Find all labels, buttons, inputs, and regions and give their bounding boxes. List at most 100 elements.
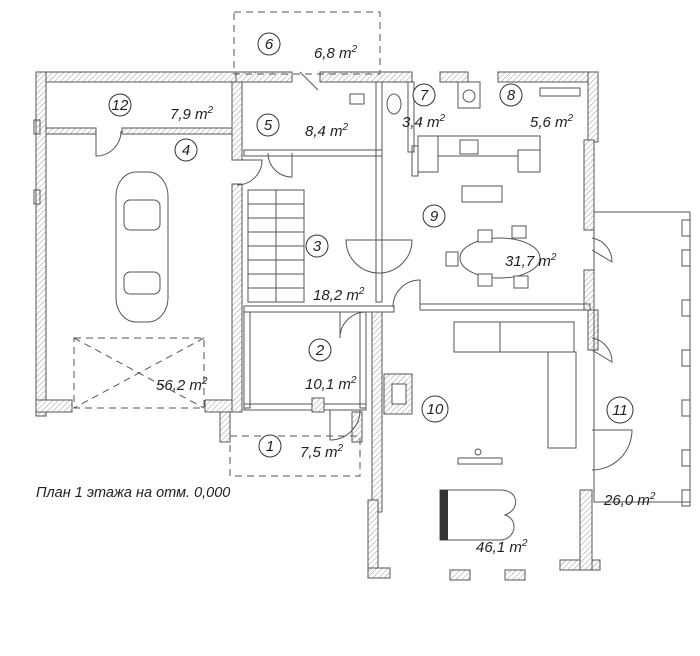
wall-kitchen-left — [411, 145, 419, 177]
wall-garage-top — [35, 71, 237, 83]
column-vestibule — [311, 397, 325, 413]
room-10-number: 10 — [427, 401, 444, 418]
wall-hall-bottom — [243, 305, 395, 313]
room-6-number: 6 — [265, 36, 274, 53]
dining-set — [445, 225, 541, 289]
garage-post — [33, 189, 41, 205]
wall-garage-storage-divider — [45, 127, 97, 135]
staircase — [247, 189, 305, 303]
chair — [477, 229, 493, 243]
wall-garage-storage-divider-2 — [121, 127, 237, 135]
wall-room2-bottom — [243, 403, 367, 411]
sofa-set — [453, 321, 577, 449]
wall-core-top-far — [497, 71, 599, 83]
bathroom-fixtures — [349, 81, 581, 115]
chair — [477, 273, 493, 287]
porch-room6 — [233, 11, 381, 75]
room-5-area: 8,4 m2 — [305, 122, 349, 140]
terrace-post — [681, 299, 691, 317]
wall-core-top-left — [235, 71, 293, 83]
room-7-label: 7 3,4 m2 — [402, 83, 446, 131]
door-terrace-2 — [591, 337, 613, 363]
room-3-label: 3 18,2 m2 — [305, 234, 365, 304]
kitchen-furniture — [417, 135, 541, 203]
room-5-label: 5 8,4 m2 — [256, 113, 349, 140]
room-8-area: 5,6 m2 — [530, 113, 574, 131]
room-7-number: 7 — [420, 87, 429, 104]
door-garage-hall — [236, 159, 263, 186]
wall-vestibule-left — [219, 411, 231, 443]
room-11-number: 11 — [612, 402, 628, 419]
wall-living-left — [371, 311, 383, 513]
room-10-label: 10 46,1 m2 — [421, 395, 528, 556]
walls — [35, 71, 601, 581]
open-areas — [73, 11, 691, 503]
room-2-area: 10,1 m2 — [305, 375, 357, 393]
room-8-label: 8 5,6 m2 — [499, 83, 574, 131]
piano-icon — [439, 489, 517, 541]
wall-core-right-upper — [587, 71, 599, 143]
chair — [445, 251, 459, 267]
wall-living-right-lower — [587, 309, 599, 351]
room-12-number: 12 — [112, 97, 129, 114]
door-hall-kitchen — [345, 239, 380, 274]
room-6-area: 6,8 m2 — [314, 44, 358, 62]
room-5-number: 5 — [264, 117, 273, 134]
chair — [511, 225, 527, 239]
room-8-number: 8 — [507, 87, 516, 104]
wall-living-bottom-2 — [449, 569, 471, 581]
room-9-area: 31,7 m2 — [505, 252, 557, 270]
kitchen-island — [461, 185, 503, 203]
room-4-label: 4 56,2 m2 — [156, 138, 208, 394]
door-garage-storage — [95, 130, 122, 157]
washing-machine — [457, 81, 481, 109]
shelf-room8 — [539, 87, 581, 97]
sofa-side — [547, 351, 577, 449]
room-3-area: 18,2 m2 — [313, 286, 365, 304]
wall-garage-right — [231, 81, 243, 161]
garage-door-zone — [73, 337, 205, 409]
kitchen-corner — [517, 149, 541, 173]
wall-room5-bottom — [243, 149, 383, 157]
fireplace-firebox — [391, 383, 407, 405]
terrace-posts — [33, 119, 691, 507]
door-hall-living — [392, 279, 421, 308]
door-room6 — [299, 71, 319, 91]
terrace-post — [681, 249, 691, 267]
garage-post — [33, 119, 41, 135]
doors — [95, 71, 633, 471]
plan-caption: План 1 этажа на отм. 0,000 — [36, 485, 230, 501]
room-3-number: 3 — [313, 238, 322, 255]
room-1-number: 1 — [266, 438, 274, 455]
dining-table — [459, 237, 541, 279]
kitchen-counter-side — [417, 135, 439, 173]
wall-garage-right-lower — [231, 183, 243, 413]
room-labels: 12 7,9 m2 4 56,2 m2 6 6,8 m2 5 8,4 m2 7 … — [108, 32, 656, 556]
door-terrace-1 — [591, 237, 613, 263]
coffee-table — [457, 448, 503, 465]
terrace-post — [681, 219, 691, 237]
room-10-area: 46,1 m2 — [476, 538, 528, 556]
sink-room5 — [349, 93, 365, 105]
terrace-post — [681, 399, 691, 417]
room-1-label: 1 7,5 m2 — [258, 434, 344, 461]
door-entrance — [329, 409, 361, 441]
chair — [513, 275, 529, 289]
room-9-number: 9 — [430, 208, 439, 225]
sofa-back — [453, 321, 575, 353]
room-7-area: 3,4 m2 — [402, 113, 446, 131]
terrace-post — [681, 449, 691, 467]
room-11-area: 26,0 m2 — [603, 491, 656, 509]
room-2-label: 2 10,1 m2 — [305, 338, 357, 393]
door-room2 — [339, 311, 367, 339]
room-11-label: 11 26,0 m2 — [603, 396, 656, 509]
room-9-label: 9 31,7 m2 — [422, 204, 557, 270]
room-4-area: 56,2 m2 — [156, 376, 208, 394]
wall-living-left-lower — [367, 499, 379, 579]
wall-core-top-mid — [319, 71, 413, 83]
wall-vestibule-right — [351, 411, 363, 443]
wall-core-top-right — [439, 71, 469, 83]
door-room5 — [267, 152, 293, 178]
car-icon — [115, 171, 169, 323]
